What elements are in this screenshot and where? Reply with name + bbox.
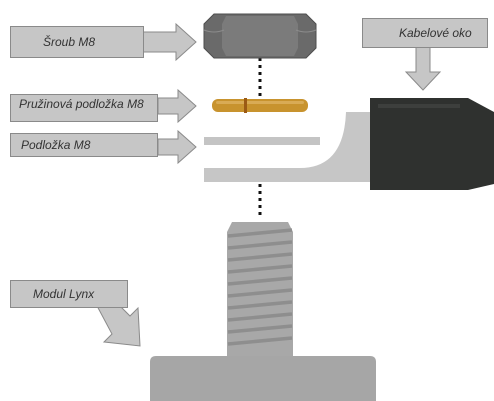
cable-lug-arrow: [404, 45, 442, 91]
screw-label: Šroub M8: [10, 26, 144, 58]
threaded-bolt-icon: [227, 222, 293, 356]
cable-lug-label: Kabelové oko: [362, 18, 488, 48]
flat-washer-icon: [204, 137, 320, 145]
washer-label: Podložka M8: [10, 133, 158, 157]
module-label: Modul Lynx: [10, 280, 128, 308]
hex-nut-icon: [203, 13, 317, 59]
spring-washer-label: Pružinová podložka M8: [10, 94, 158, 122]
spring-washer-arrow: [157, 88, 197, 124]
cable-lug-icon: [204, 98, 494, 190]
washer-arrow: [157, 129, 197, 165]
screw-arrow: [142, 22, 197, 62]
module-base-icon: [150, 356, 376, 401]
spring-washer-icon: [212, 98, 308, 113]
